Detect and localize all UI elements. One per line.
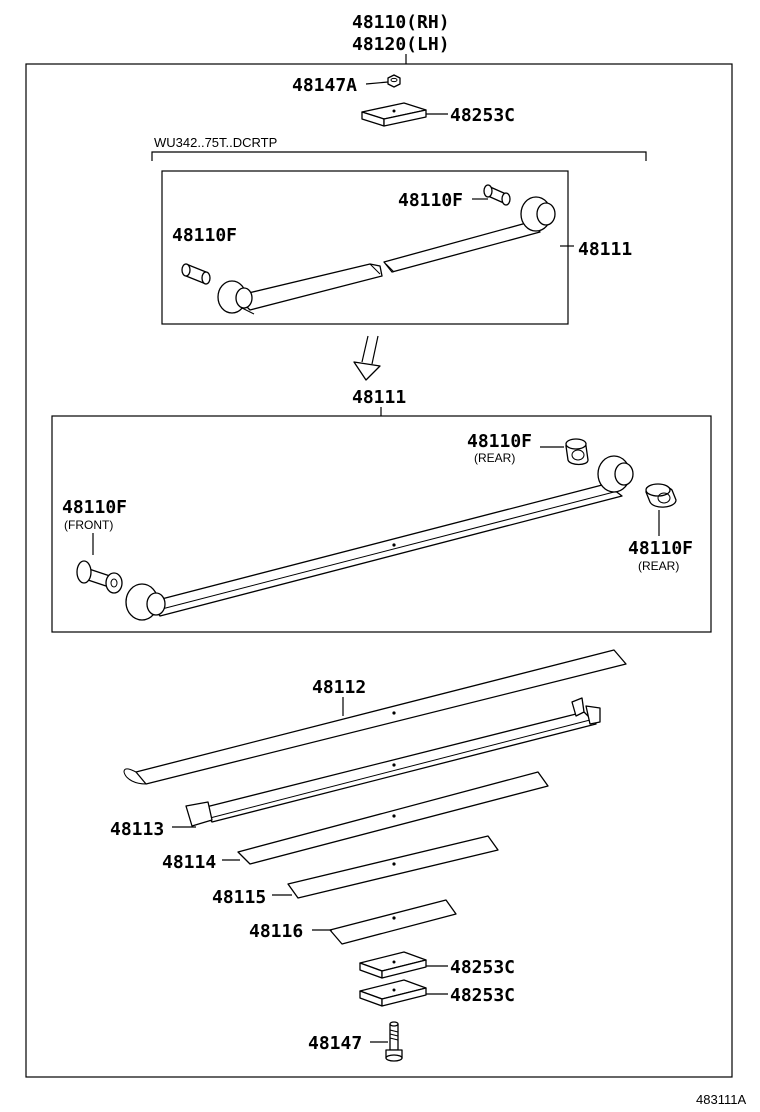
bushing-upper-left-icon [181,263,211,285]
bushing-rear-upper-icon [565,438,589,466]
label-leaf-4: 48114 [162,852,216,873]
label-leaf-3: 48113 [110,819,164,840]
plate-bottom-2-icon [359,979,427,1007]
label-bushing-upper-left: 48110F [172,225,237,246]
label-bushing-upper-right: 48110F [398,190,463,211]
leaf-3-icon [185,697,601,827]
variant-note: WU342..75T..DCRTP [154,135,277,150]
upper-assembly-box [161,170,569,325]
nut-top-icon [387,74,401,88]
label-bushing-front: 48110F [62,497,127,518]
lower-assembly-box [51,415,712,633]
variant-bracket [151,151,647,161]
label-nut-top: 48147A [292,75,357,96]
label-plate-top: 48253C [450,105,515,126]
leaf-6-icon [329,899,457,945]
label-bushing-rear-lower: 48110F [628,538,693,559]
bushing-rear-lower-icon [645,483,677,508]
label-bushing-rear-upper: 48110F [467,431,532,452]
label-plate-bottom-1: 48253C [450,957,515,978]
note-bushing-rear-lower: (REAR) [638,559,679,573]
label-plate-bottom-2: 48253C [450,985,515,1006]
diagram-id: 483111A [696,1092,746,1107]
bushing-upper-right-icon [483,184,511,206]
plate-top-icon [361,102,427,127]
leaf-assembly-upper-icon [217,196,556,315]
leaf-2-icon [123,649,627,785]
note-bushing-front: (FRONT) [64,518,113,532]
label-leaf-2: 48112 [312,677,366,698]
label-leaf-assembly-upper: 48111 [578,239,632,260]
arrow-down-icon [353,335,381,381]
main-leaf-lower-icon [125,455,634,621]
bolt-icon [385,1021,403,1062]
plate-bottom-1-icon [359,951,427,979]
note-bushing-rear-upper: (REAR) [474,451,515,465]
label-leaf-assembly-lower: 48111 [352,387,406,408]
leaf-5-icon [287,835,499,899]
leaf-4-icon [237,771,549,865]
bushing-front-icon [76,560,123,594]
label-bolt: 48147 [308,1033,362,1054]
label-leaf-6: 48116 [249,921,303,942]
header-part-rh: 48110(RH) [352,12,450,33]
label-leaf-5: 48115 [212,887,266,908]
outer-frame [25,63,733,1078]
header-part-lh: 48120(LH) [352,34,450,55]
